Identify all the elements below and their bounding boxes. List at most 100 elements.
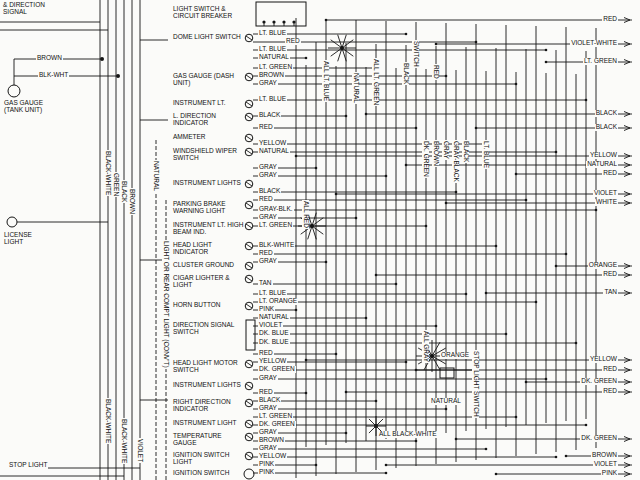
wire-color-label: BLACK (258, 112, 281, 119)
component-label: IGNITION SWITCH (172, 470, 246, 477)
wire-color-label: DK. GREEN (258, 421, 296, 428)
splice-dot (325, 19, 328, 22)
harness-wire (406, 45, 407, 437)
component-label: INSTRUMENT LT. (172, 100, 246, 107)
wire-color-label: LT. ORANGE (258, 298, 298, 305)
wire (253, 284, 396, 285)
splice-dot (345, 115, 348, 118)
lamp-filament (246, 264, 252, 268)
splice-star (312, 218, 323, 226)
wire-color-label: BLK-WHITE (258, 242, 295, 249)
wire-color-label: RED (258, 350, 274, 357)
wire (0, 476, 124, 477)
wire-end-mark (624, 380, 630, 385)
wire-color-label: GREEN (113, 172, 120, 197)
splice-dot (305, 392, 308, 395)
wire-color-label: SWITCH (413, 40, 420, 68)
splice-dot (355, 217, 358, 220)
wire-color-label: DK. GREEN (580, 435, 618, 442)
component-label: INSTRUMENT LIGHTS (172, 180, 246, 187)
wire (140, 40, 168, 41)
splice-dot (375, 400, 378, 403)
component-label: DOME LIGHT SWITCH (172, 34, 246, 41)
wire-color-label: NATURAL (258, 54, 290, 61)
wire (140, 400, 168, 401)
splice-dot (475, 41, 478, 44)
splice-dot (565, 253, 568, 256)
lamp-filament (246, 136, 252, 140)
wire (336, 194, 632, 195)
wire-end-mark (624, 172, 630, 177)
wire-color-label: BLACK (595, 110, 618, 117)
wire (253, 334, 506, 335)
wire-end-mark (624, 273, 630, 278)
wire-color-label: YELLOW (258, 140, 287, 147)
wire-color-label: STOP LIGHT (8, 462, 48, 469)
splice-star (312, 226, 316, 239)
wire (14, 59, 30, 60)
wire-color-label: BLACK-WHITE (121, 418, 128, 464)
wire-color-label: YELLOW (589, 356, 618, 363)
lamp-symbol (245, 262, 253, 270)
wire-color-label: LT. BLUE (483, 140, 490, 169)
splice-dot (585, 424, 588, 427)
wire-color-label: ALL RED (303, 200, 310, 229)
wire-color-label: NATURAL (258, 148, 290, 155)
wire-color-label: GRAY (258, 214, 278, 221)
wire-color-label: YELLOW (258, 358, 287, 365)
component-label: INSTRUMENT LIGHT (172, 420, 246, 427)
wire (284, 22, 285, 26)
harness-wire (486, 71, 487, 429)
splice-dot (305, 359, 308, 362)
wire-end-mark (624, 454, 630, 459)
wire-color-label: GRAY-BLK. (258, 206, 294, 213)
wire-color-label: LT. GREEN (258, 413, 293, 420)
splice-dot (545, 49, 548, 52)
wire-color-label: VIOLET (258, 322, 283, 329)
splice-dot (430, 354, 434, 358)
splice-dot (455, 438, 458, 441)
splice-star (328, 48, 342, 49)
wire-end-mark (624, 154, 630, 159)
lamp-symbol (245, 180, 253, 188)
lamp-symbol (245, 420, 253, 428)
harness-wire (526, 49, 527, 425)
splice-dot (435, 43, 438, 46)
wire-color-label: LT. BLUE (258, 46, 287, 53)
component-label: CLUSTER GROUND (172, 262, 246, 269)
splice-dot (475, 127, 478, 130)
splice-dot (395, 283, 398, 286)
splice-dot (100, 57, 104, 61)
splice-dot (525, 381, 528, 384)
lamp-symbol (7, 217, 17, 227)
wire-color-label: TAN (258, 280, 273, 287)
component-label: LICENSE LIGHT (3, 232, 45, 246)
wire-color-label: GRAY (258, 80, 278, 87)
harness-wire (316, 42, 317, 476)
splice-dot (505, 333, 508, 336)
lamp-filament (246, 203, 252, 207)
lamp-symbol (245, 134, 253, 142)
splice-dot (495, 245, 498, 248)
splice-star (432, 356, 433, 372)
wire-end-mark (624, 126, 630, 131)
lamp-filament (246, 435, 252, 439)
component-label: & DIRECTION SIGNAL (2, 2, 54, 16)
wire-color-label: VIOLET-WHITE (570, 40, 618, 47)
component-label: TEMPERATURE GAUGE (172, 433, 246, 447)
wire (274, 22, 275, 26)
wire-color-label: BLACK-WHITE (105, 398, 112, 444)
lamp-filament (246, 182, 252, 186)
splice-dot (545, 61, 548, 64)
component-label: RIGHT DIRECTION INDICATOR (172, 399, 246, 413)
switch-box (256, 2, 306, 26)
lamp-filament (246, 150, 252, 154)
lamp-symbol (245, 34, 253, 42)
wire-end-mark (624, 112, 630, 117)
wire (253, 379, 546, 380)
wire (253, 409, 446, 410)
wire-end-mark (624, 472, 630, 477)
splice-dot (575, 342, 578, 345)
